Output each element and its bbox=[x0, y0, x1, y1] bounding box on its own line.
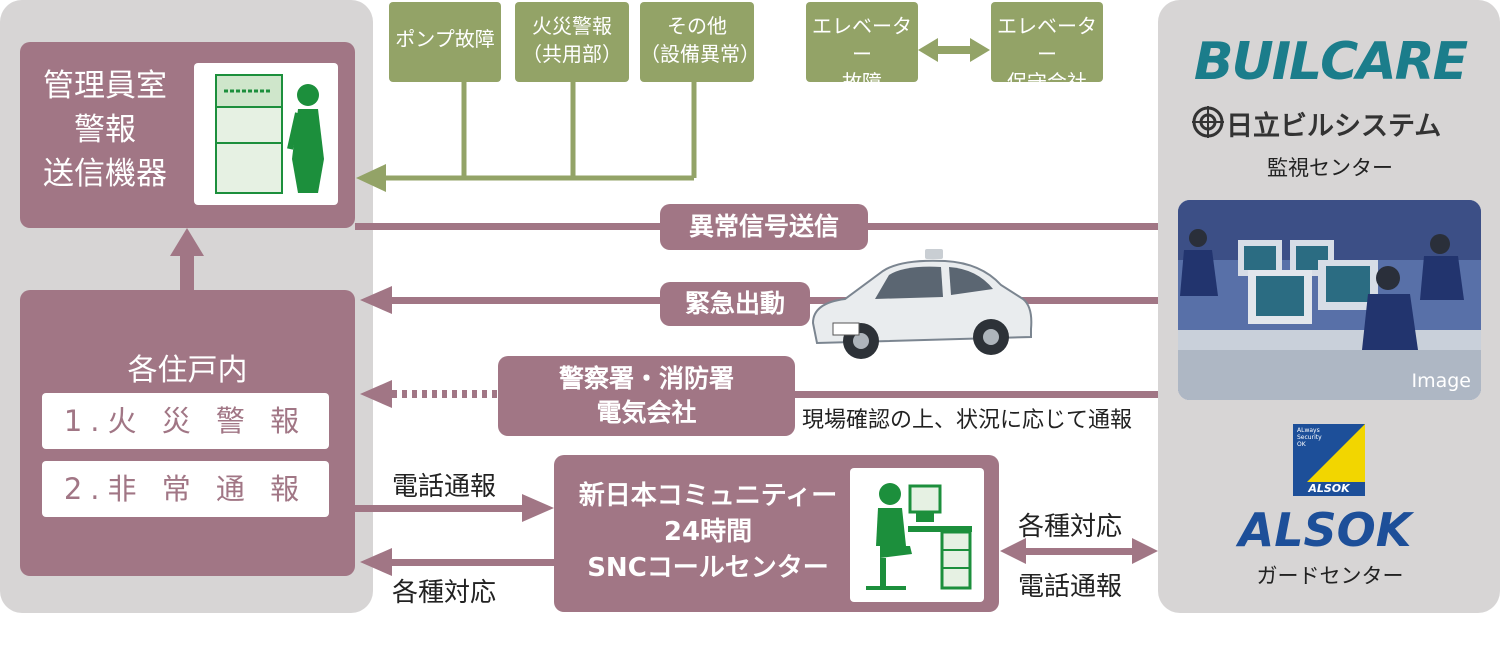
alarm-arrowhead bbox=[356, 164, 386, 192]
monitor-center-label: 監視センター bbox=[1267, 156, 1393, 180]
phone-report-arrowhead bbox=[522, 494, 554, 522]
operator-illustration bbox=[850, 468, 984, 602]
phone-report-label-left: 電話通報 bbox=[392, 472, 497, 502]
alarm-fire-common: 火災警報 （共用部） bbox=[515, 2, 629, 82]
call-center-label: 新日本コミュニティー 24時間 SNCコールセンター bbox=[558, 478, 858, 586]
alsok-badge-name: ALSOK bbox=[1308, 482, 1350, 495]
various-response-label-left: 各種対応 bbox=[392, 578, 497, 608]
alarm-pump-fault-label: ポンプ故障 bbox=[395, 27, 495, 51]
alsok-badge-slogan-2: Security bbox=[1297, 434, 1322, 441]
alarm-other-equipment: その他 （設備異常） bbox=[640, 2, 760, 82]
manager-room-line-2: 警報 bbox=[74, 112, 136, 148]
hitachi-emblem-icon bbox=[1192, 106, 1224, 138]
elevator-company-box: エレベーター 保守会社 bbox=[991, 2, 1103, 94]
guard-link-right-head bbox=[1132, 538, 1158, 564]
abnormal-signal-pill: 異常信号送信 bbox=[660, 204, 868, 250]
manager-room-line-3: 送信機器 bbox=[43, 156, 167, 192]
alsok-badge-slogan-1: ALways bbox=[1297, 427, 1320, 434]
alsok-badge-shape bbox=[1293, 424, 1365, 496]
various-response-label-right: 各種対応 bbox=[1018, 512, 1123, 542]
manager-room-line-1: 管理員室 bbox=[43, 68, 167, 104]
guard-link-line bbox=[1018, 548, 1138, 555]
phone-report-label-right: 電話通報 bbox=[1018, 572, 1123, 602]
authorities-arrowhead bbox=[360, 380, 392, 408]
response-line bbox=[390, 559, 554, 566]
call-center-line-2: 24時間 bbox=[663, 517, 753, 547]
elevator-company-line-1: エレベーター bbox=[997, 14, 1097, 66]
alarm-other-line-1: その他 bbox=[667, 14, 727, 38]
residences-title: 各住戸内 bbox=[127, 353, 248, 388]
authorities-line-1: 警察署・消防署 bbox=[558, 364, 734, 393]
guard-center-label: ガードセンター bbox=[1256, 564, 1404, 588]
up-arrow-head bbox=[170, 228, 204, 256]
emergency-dispatch-pill: 緊急出動 bbox=[660, 282, 810, 326]
alarm-other-line-2: （設備異常） bbox=[640, 42, 760, 66]
alsok-badge-slogan-3: OK bbox=[1297, 441, 1306, 448]
call-center-line-3: SNCコールセンター bbox=[587, 553, 829, 583]
call-center-line-1: 新日本コミュニティー bbox=[578, 481, 838, 511]
confirm-note: 現場確認の上、状況に応じて通報 bbox=[802, 408, 1133, 433]
authorities-pill: 警察署・消防署 電気会社 bbox=[498, 356, 795, 436]
builcare-logo: BUILCARE bbox=[1193, 32, 1468, 92]
alsok-badge: ALways Security OK ALSOK bbox=[1293, 424, 1365, 496]
alarm-equipment-illustration bbox=[194, 63, 338, 205]
patrol-car-icon bbox=[811, 249, 1033, 359]
elevator-company-line-2: 保守会社 bbox=[1007, 70, 1087, 94]
monitoring-room-photo: Image bbox=[1178, 200, 1481, 400]
guard-link-left-head bbox=[1000, 538, 1026, 564]
alarm-fire-common-line-2: （共用部） bbox=[522, 42, 622, 66]
residence-item-fire-alarm: 1.火 災 警 報 bbox=[42, 393, 329, 449]
authorities-line-2: 電気会社 bbox=[596, 398, 697, 427]
alarm-fire-common-line-1: 火災警報 bbox=[532, 14, 612, 38]
alsok-badge-slogan: ALways Security OK bbox=[1297, 427, 1322, 448]
equipment-operator-icon bbox=[215, 74, 324, 194]
alarm-connectors bbox=[380, 82, 697, 181]
response-arrowhead bbox=[360, 548, 392, 576]
monitoring-room-scene bbox=[1178, 200, 1481, 400]
up-arrow-shaft bbox=[180, 250, 194, 292]
elevator-fault-box: エレベーター 故障 bbox=[806, 2, 918, 94]
elevator-fault-line-1: エレベーター bbox=[812, 14, 912, 66]
phone-report-line bbox=[355, 505, 535, 512]
hitachi-building-systems: 日立ビルシステム bbox=[1226, 111, 1442, 142]
alarm-pump-fault: ポンプ故障 bbox=[389, 2, 501, 82]
authorities-line bbox=[795, 391, 1158, 398]
manager-room-label: 管理員室 警報 送信機器 bbox=[30, 64, 180, 196]
elevator-fault-line-2: 故障 bbox=[842, 70, 882, 94]
dispatch-arrowhead bbox=[360, 286, 392, 314]
elevator-arrow bbox=[918, 38, 990, 62]
operator-desk-icon bbox=[866, 483, 972, 590]
residence-item-emergency-call: 2.非 常 通 報 bbox=[42, 461, 329, 517]
alsok-logo: ALSOK bbox=[1238, 503, 1412, 557]
image-caption: Image bbox=[1411, 370, 1471, 392]
